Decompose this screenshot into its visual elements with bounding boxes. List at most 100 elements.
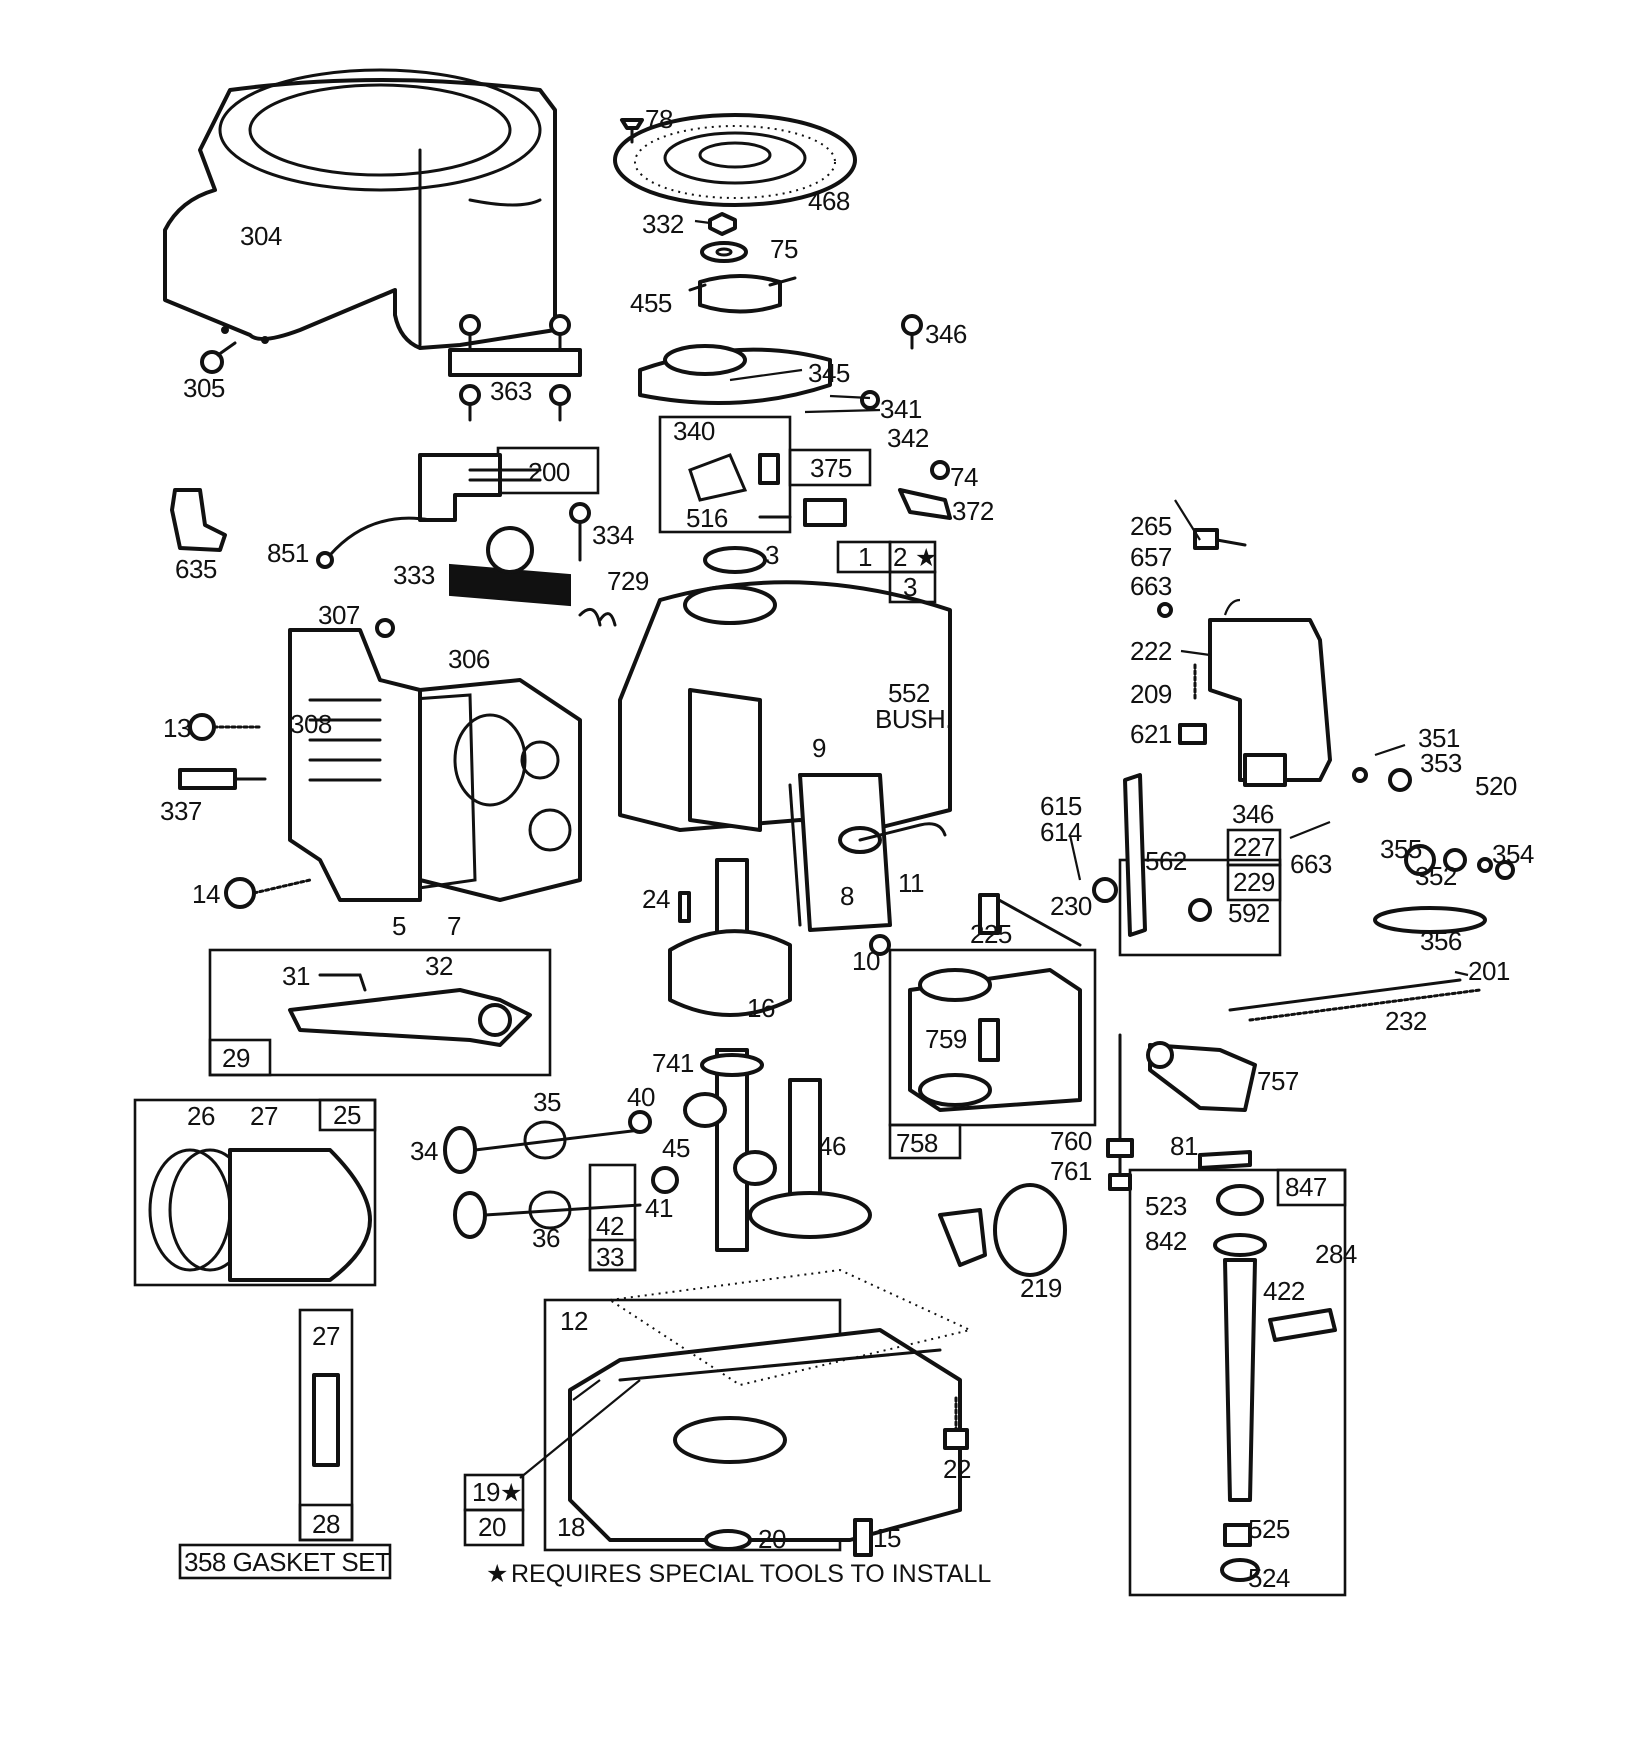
- label-227: 227: [1233, 832, 1275, 862]
- label-31: 31: [282, 961, 310, 991]
- spring-41: [651, 1166, 679, 1194]
- head-308: [288, 628, 422, 902]
- label-333: 333: [393, 560, 435, 590]
- label-663-bottom: 663: [1290, 849, 1332, 879]
- label-615: 615: [1040, 791, 1082, 821]
- connecting-rod-group: [208, 948, 552, 1077]
- screw-78: [620, 118, 644, 144]
- screw-346-top: [901, 314, 923, 350]
- star-2: ★: [915, 544, 937, 572]
- link-225: [978, 893, 1082, 947]
- label-81: 81: [1170, 1131, 1198, 1161]
- piston-group: [133, 1098, 377, 1287]
- armature-group: [658, 415, 872, 534]
- label-19: 19: [472, 1477, 500, 1507]
- label-209: 209: [1130, 679, 1172, 709]
- label-7: 7: [447, 911, 461, 941]
- label-741: 741: [652, 1048, 694, 1078]
- star-19: ★: [500, 1479, 522, 1507]
- pin-24: [678, 891, 691, 923]
- label-355: 355: [1380, 834, 1422, 864]
- camshaft-46: [748, 1078, 872, 1239]
- throttle-227-group: [1118, 773, 1282, 957]
- label-334: 334: [592, 520, 634, 550]
- label-468: 468: [808, 186, 850, 216]
- note-star: ★: [486, 1560, 508, 1588]
- rods-201-232: [1228, 978, 1482, 1022]
- label-614: 614: [1040, 817, 1082, 847]
- label-332: 332: [642, 209, 684, 239]
- label-346-top: 346: [925, 319, 967, 349]
- label-635: 635: [175, 554, 217, 584]
- label-562: 562: [1145, 846, 1187, 876]
- label-229: 229: [1233, 867, 1275, 897]
- label-78: 78: [645, 104, 673, 134]
- label-75: 75: [770, 234, 798, 264]
- label-552: 552: [888, 678, 930, 708]
- rollers-45: [683, 1092, 777, 1186]
- screw-22: [943, 1396, 969, 1450]
- gasket-set-box: [178, 1308, 392, 1580]
- breather-8: [788, 773, 892, 932]
- label-3-top: 3: [765, 540, 779, 570]
- label-524: 524: [1248, 1563, 1290, 1593]
- label-15: 15: [873, 1523, 901, 1553]
- label-219: 219: [1020, 1273, 1062, 1303]
- plug-15: [853, 1518, 873, 1557]
- label-308: 308: [290, 709, 332, 739]
- brake-219: [938, 1183, 1067, 1277]
- label-2: 2: [893, 542, 907, 572]
- cylinder-head: [418, 678, 582, 902]
- label-25: 25: [333, 1100, 361, 1130]
- label-353: 353: [1420, 748, 1462, 778]
- starter-cup-455: [688, 274, 797, 314]
- label-27-gasket: 27: [312, 1321, 340, 1351]
- box-20: [463, 1508, 525, 1547]
- label-26: 26: [187, 1101, 215, 1131]
- tube-11: [858, 822, 947, 842]
- label-760: 760: [1050, 1126, 1092, 1156]
- screw-10: [869, 934, 891, 956]
- label-bush: BUSH.: [875, 704, 952, 734]
- label-341: 341: [880, 394, 922, 424]
- retainer-40: [628, 1110, 652, 1134]
- label-516: 516: [686, 503, 728, 533]
- bolt-14: [224, 877, 312, 909]
- clip-729: [578, 607, 617, 627]
- label-11: 11: [898, 868, 924, 898]
- label-42: 42: [596, 1211, 624, 1241]
- screw-341: [860, 390, 880, 410]
- label-13: 13: [163, 713, 191, 743]
- label-200: 200: [528, 457, 570, 487]
- label-20-box: 20: [478, 1512, 506, 1542]
- label-523: 523: [1145, 1191, 1187, 1221]
- label-363: 363: [490, 376, 532, 406]
- label-592: 592: [1228, 898, 1270, 928]
- label-45: 45: [662, 1133, 690, 1163]
- label-20-seal: 20: [758, 1524, 786, 1554]
- label-1: 1: [858, 542, 872, 572]
- label-306: 306: [448, 644, 490, 674]
- spark-plug-cover-635: [170, 488, 227, 552]
- plug-337: [178, 768, 267, 790]
- washers-351-355: [1352, 767, 1515, 880]
- clip-265: [1193, 528, 1247, 550]
- label-9: 9: [812, 733, 826, 763]
- label-657: 657: [1130, 542, 1172, 572]
- label-230: 230: [1050, 891, 1092, 921]
- label-757: 757: [1257, 1066, 1299, 1096]
- dipstick-847-group: [1128, 1168, 1347, 1597]
- label-29: 29: [222, 1043, 250, 1073]
- label-761: 761: [1050, 1156, 1092, 1186]
- sump-18: [543, 1268, 974, 1552]
- label-18: 18: [557, 1512, 585, 1542]
- seal-20: [704, 1529, 752, 1551]
- label-16: 16: [747, 993, 775, 1023]
- label-621: 621: [1130, 719, 1172, 749]
- label-304: 304: [240, 221, 282, 251]
- label-40: 40: [627, 1082, 655, 1112]
- label-27-piston: 27: [250, 1101, 278, 1131]
- label-10: 10: [852, 946, 880, 976]
- label-422: 422: [1263, 1276, 1305, 1306]
